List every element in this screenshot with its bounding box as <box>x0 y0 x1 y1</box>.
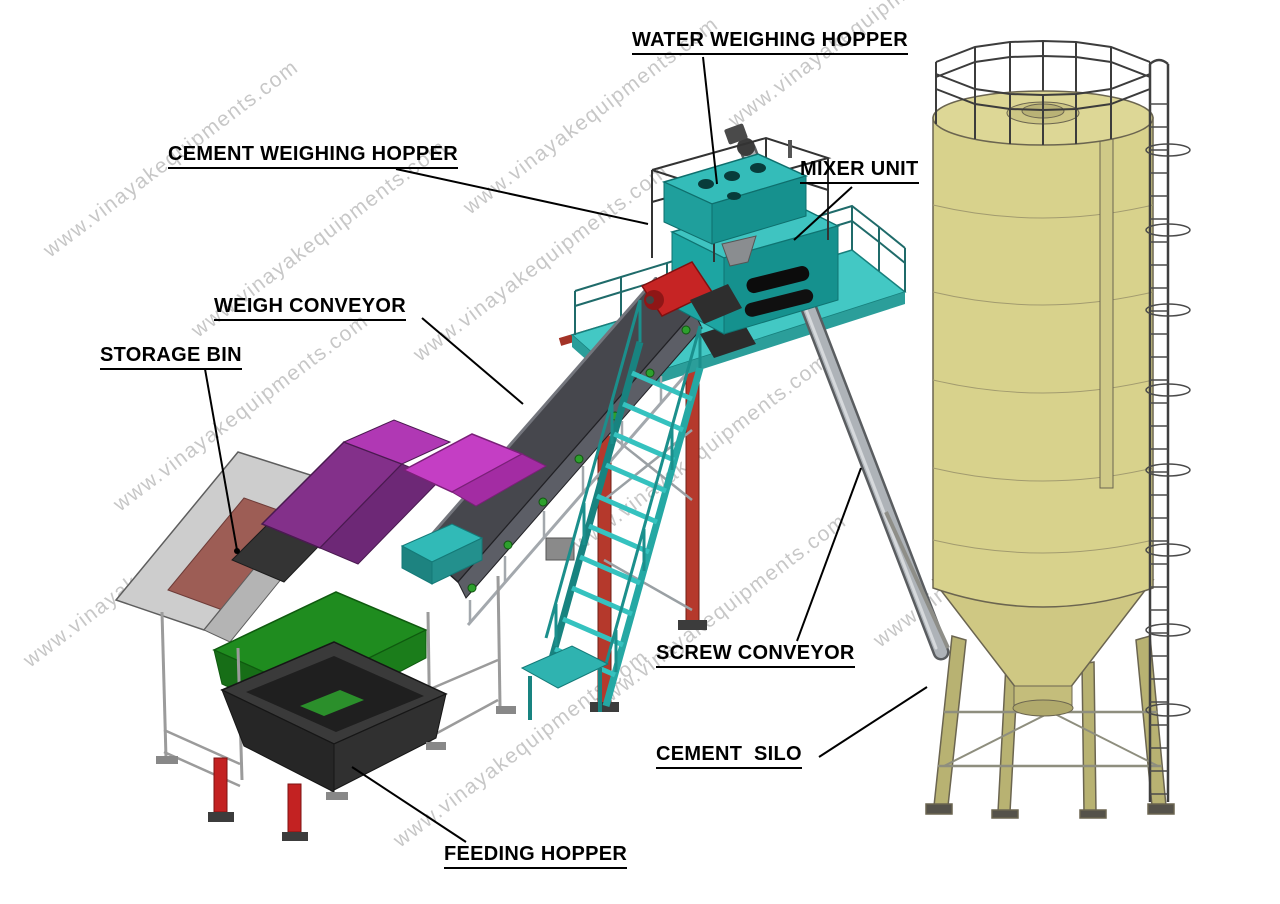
label-cement-weighing-hopper: CEMENT WEIGHING HOPPER <box>168 144 458 169</box>
conveyor-rollers <box>467 325 691 593</box>
label-cement-silo: CEMENT SILO <box>656 744 802 769</box>
label-feeding-hopper: FEEDING HOPPER <box>444 844 628 869</box>
label-weigh-conveyor: WEIGH CONVEYOR <box>214 296 406 321</box>
mini-weigh-hopper <box>400 523 484 585</box>
silo-ladder <box>1145 58 1191 802</box>
feeding-hopper-graphic <box>220 641 448 793</box>
leader-feeding-hopper <box>351 766 467 843</box>
cement-silo-graphic <box>925 39 1191 819</box>
label-mixer-unit: MIXER UNIT <box>800 159 919 184</box>
silo-body <box>932 117 1154 608</box>
staircase <box>520 299 704 720</box>
leader-cement-weighing-hopper <box>395 168 649 225</box>
label-water-weighing-hopper: WATER WEIGHING HOPPER <box>632 30 908 55</box>
control-box <box>545 537 575 561</box>
leader-mixer-unit <box>793 186 853 241</box>
stair-landing <box>520 645 610 689</box>
stair-railing <box>544 299 702 672</box>
conveyor-drive-drum <box>640 261 742 324</box>
silo-seams <box>932 204 1154 554</box>
hopper-funnel <box>721 235 757 267</box>
leader-lines <box>204 56 928 843</box>
leader-weigh-conveyor <box>421 317 524 405</box>
label-storage-bin: STORAGE BIN <box>100 345 242 370</box>
silo-fill-pipe <box>1099 115 1114 489</box>
leader-screw-conveyor <box>796 467 862 642</box>
leader-water-weighing-hopper <box>702 56 718 185</box>
storage-bin-graphic <box>114 419 548 841</box>
label-screw-conveyor: SCREW CONVEYOR <box>656 643 855 668</box>
leader-cement-silo <box>818 686 928 758</box>
leader-storage-bin <box>204 368 238 551</box>
